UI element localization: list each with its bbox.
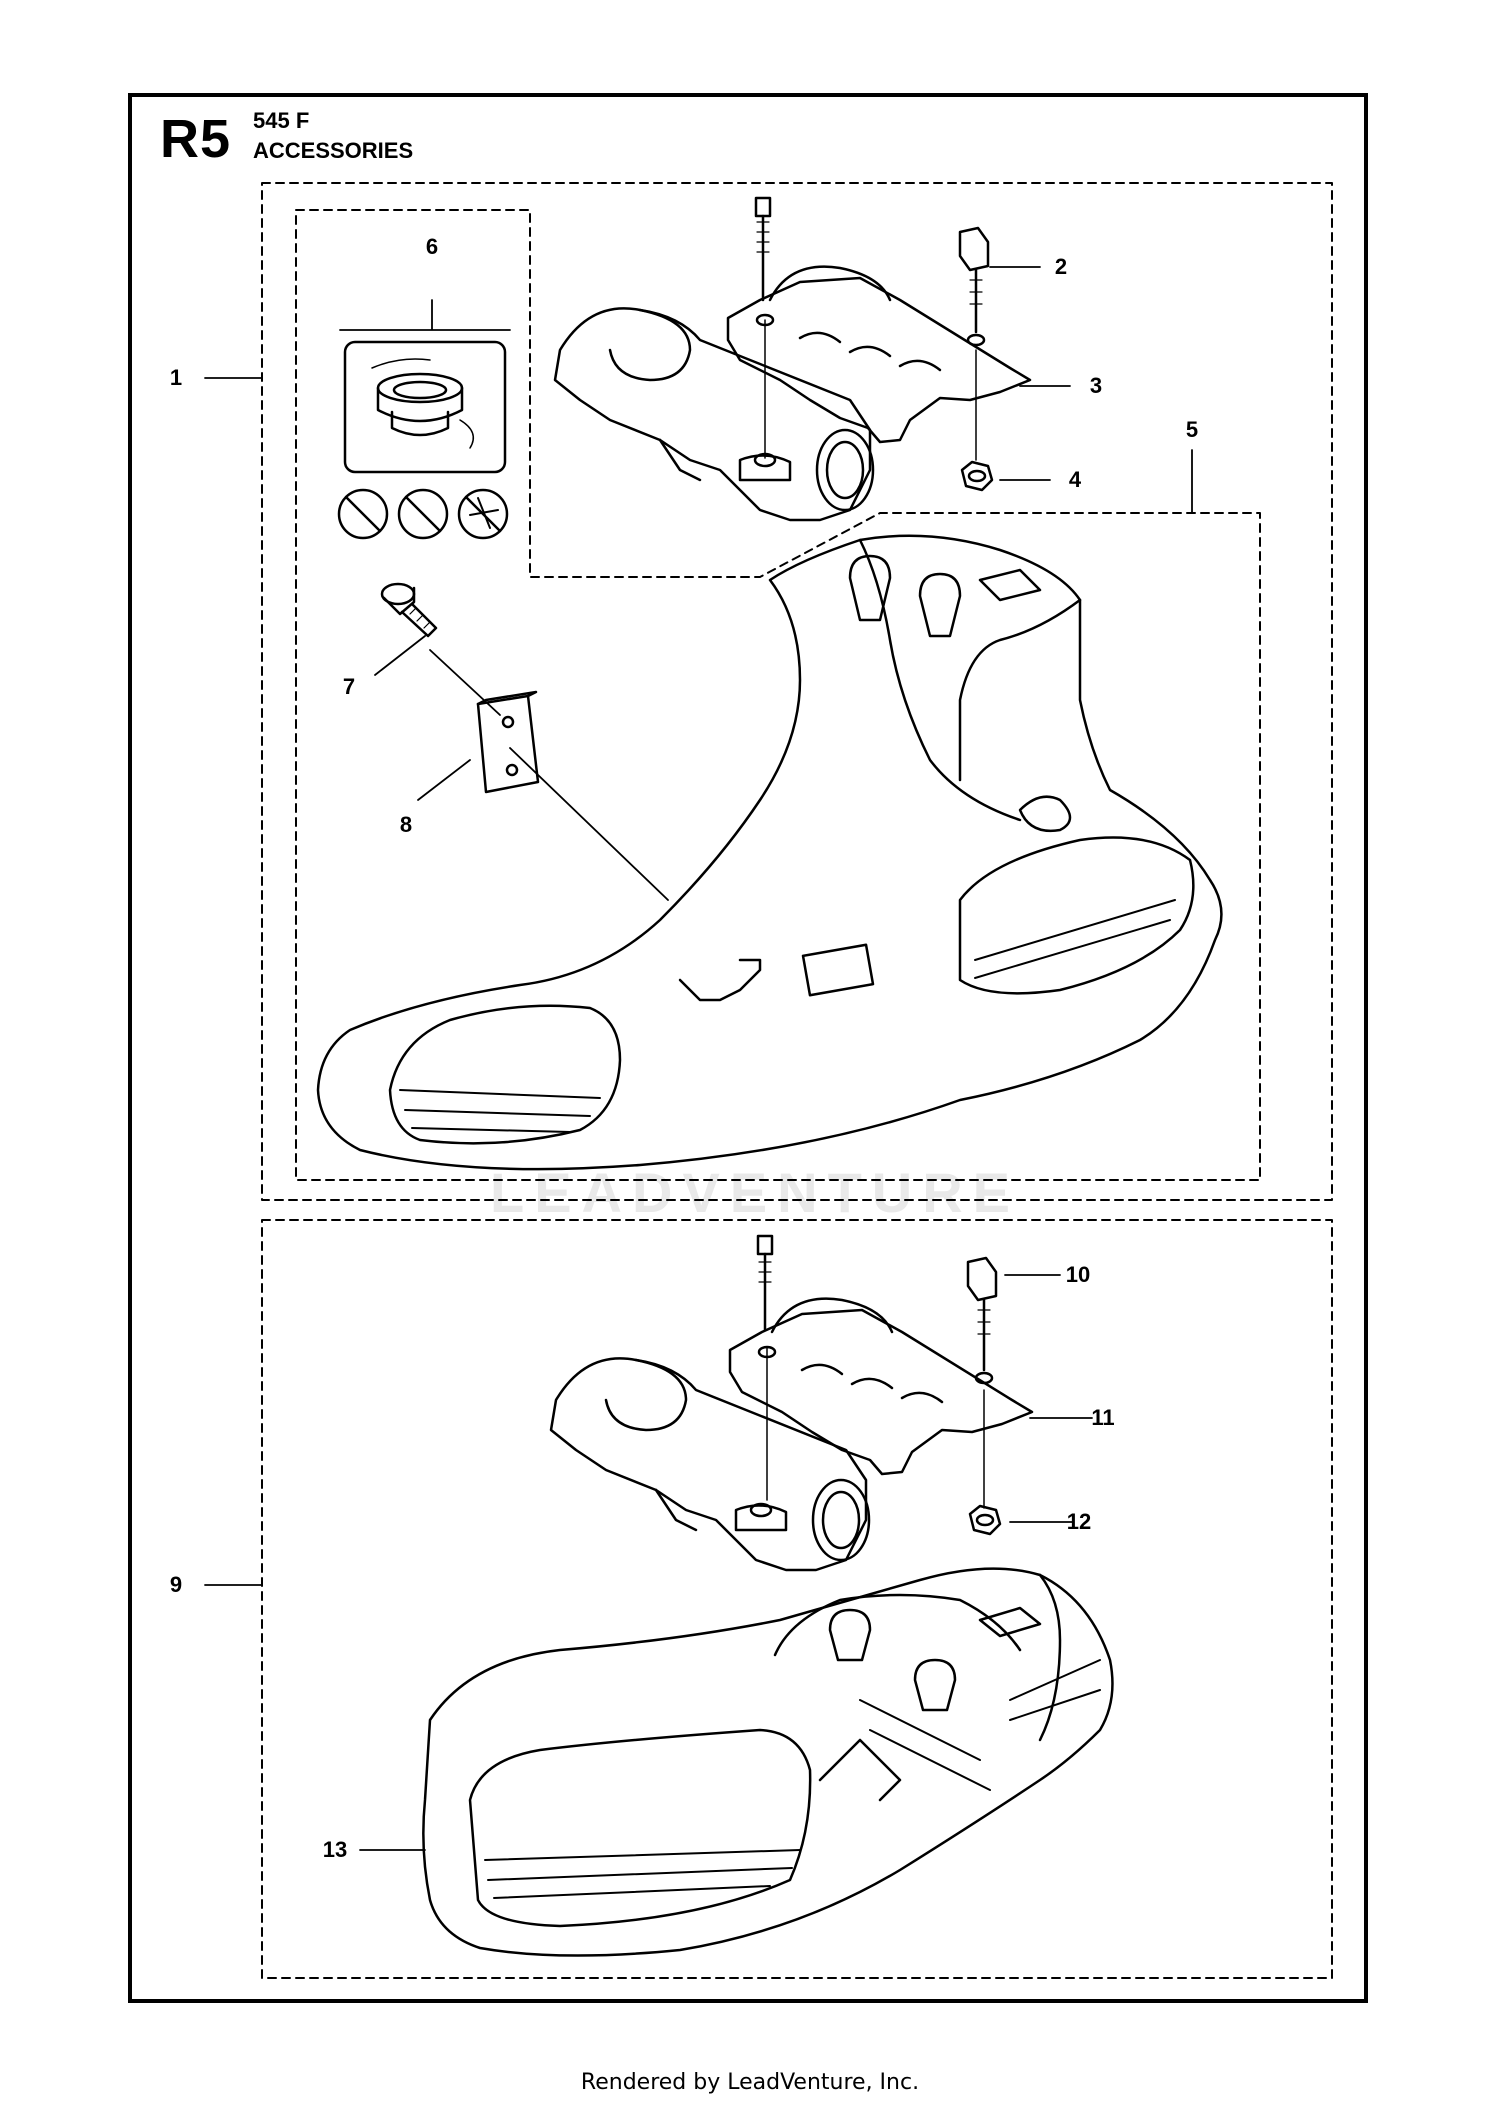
callout-2: 2 [1054, 254, 1068, 279]
footer-credit: Rendered by LeadVenture, Inc. [580, 2070, 920, 2095]
page-code: R5 [160, 109, 232, 169]
callout-5: 5 [1185, 417, 1199, 442]
section-title: ACCESSORIES [253, 138, 414, 163]
diagram-frame [128, 93, 1368, 2003]
plate-part-8 [476, 690, 540, 794]
group-box-5 [295, 209, 1261, 1181]
guard-part-5 [316, 534, 1223, 1171]
callout-11: 11 [1091, 1405, 1115, 1430]
callout-1: 1 [169, 365, 183, 390]
guard-part-13 [422, 1567, 1114, 1957]
upper-clamp-assembly [553, 196, 1032, 522]
callout-9: 9 [169, 1572, 183, 1597]
trimmer-head-card [337, 340, 509, 540]
callout-8: 8 [399, 812, 413, 837]
screw-part-7 [380, 582, 438, 638]
callout-7: 7 [342, 674, 356, 699]
callout-4: 4 [1068, 467, 1082, 492]
callout-6: 6 [425, 234, 439, 259]
callout-13: 13 [322, 1837, 348, 1862]
callout-12: 12 [1066, 1509, 1092, 1534]
callout-3: 3 [1089, 373, 1103, 398]
watermark-text: LEADVENTURE [490, 1161, 1021, 1224]
lower-clamp-assembly [549, 1234, 1034, 1572]
model-name: 545 F [253, 108, 310, 133]
callout-10: 10 [1065, 1262, 1091, 1287]
group-box-1 [261, 182, 1333, 1201]
group-box-9 [261, 1219, 1333, 1979]
